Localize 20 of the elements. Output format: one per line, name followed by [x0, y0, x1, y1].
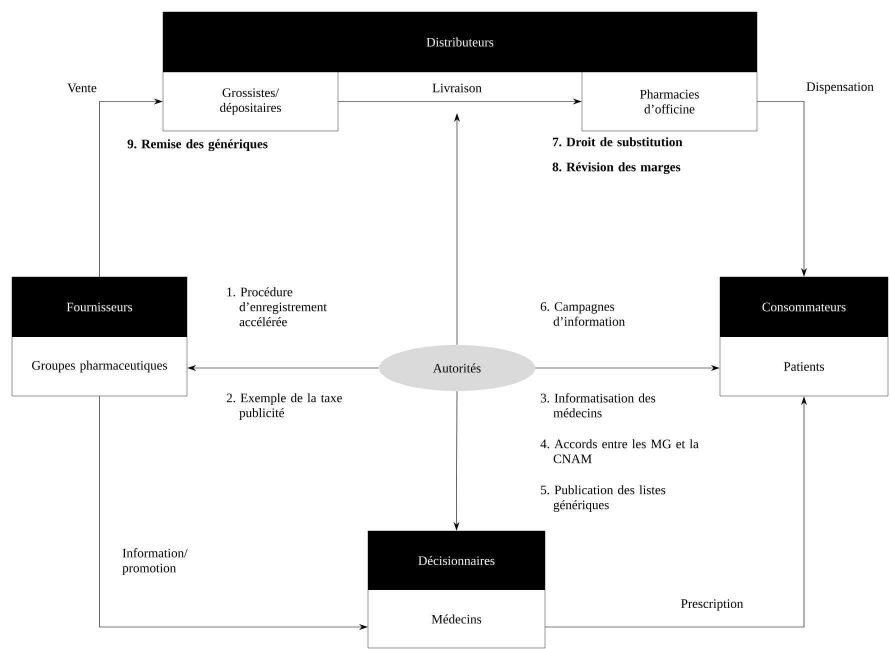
process-box: Grossistes/ dépositaires — [162, 72, 338, 132]
note-text: 9. Remise des génériques — [128, 139, 268, 152]
note-text: 5. Publication des listes génériques — [540, 485, 666, 512]
note-text: 2. Exemple de la taxe publicité — [226, 393, 342, 420]
titled-box: Fournisseurs Groupes pharmaceutiques — [12, 276, 188, 396]
note-text: 7. Droit de substitution — [552, 137, 682, 146]
edge-label: Livraison — [432, 84, 482, 92]
process-box: Pharmacies d’officine — [582, 72, 758, 132]
edge-label: Vente — [67, 84, 96, 92]
note-text: 1. Procédure d’enregistrement accélérée — [227, 287, 327, 326]
edge-label: Dispensation — [806, 82, 874, 94]
note-text: 8. Révision des marges — [552, 162, 680, 174]
note-text: 4. Accords entre les MG et la CNAM — [540, 439, 699, 464]
note-text: 6. Campagnes d’information — [540, 302, 625, 326]
edge-label: Prescription — [681, 599, 744, 611]
header-band: Distributeurs — [162, 12, 758, 72]
titled-box: Consommateurs Patients — [720, 276, 888, 396]
edge-label: Information/ promotion — [122, 548, 188, 575]
note-text: 3. Informatisation des médecins — [540, 393, 656, 418]
titled-box: Décisionnaires Médecins — [368, 530, 546, 648]
